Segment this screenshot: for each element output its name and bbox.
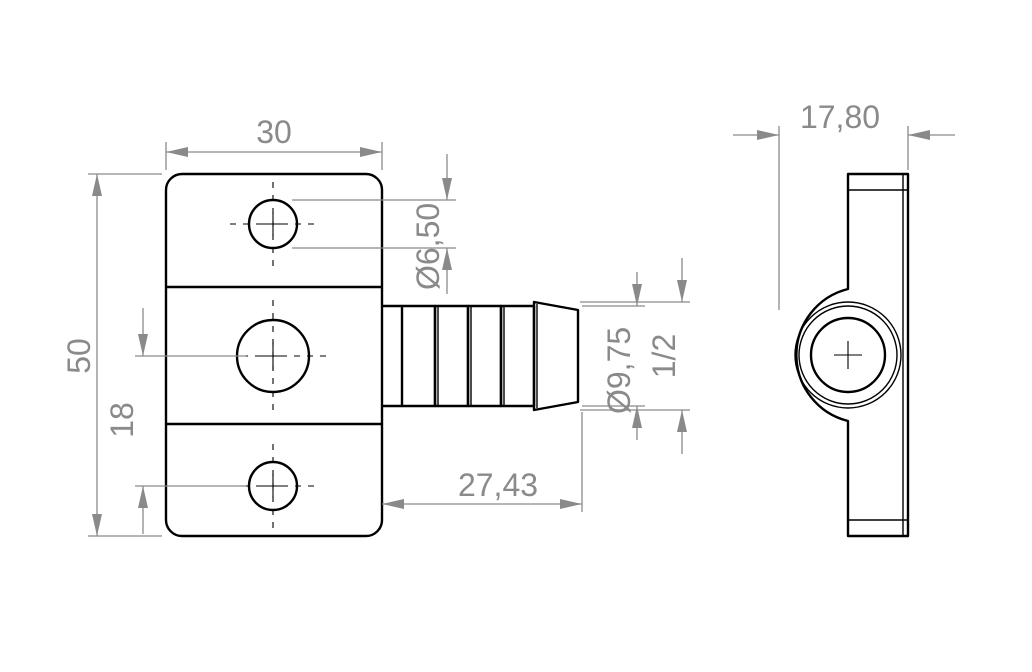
side-bore — [809, 316, 887, 394]
dim-bore-diameter: Ø9,75 — [582, 272, 645, 440]
dim-hole-spacing: 18 — [104, 308, 246, 534]
dim-height-label: 50 — [61, 338, 97, 374]
dim-nozzle-length: 27,43 — [382, 412, 583, 512]
plate-outline — [164, 172, 384, 538]
dim-thread-label: 1/2 — [646, 334, 682, 378]
dim-height: 50 — [61, 173, 162, 537]
dim-width-label: 30 — [256, 114, 292, 150]
side-outer-ring — [794, 301, 902, 409]
dim-hole-diameter-label: 6,50 — [410, 203, 446, 265]
hose-barb — [382, 300, 580, 412]
front-view — [164, 172, 580, 538]
dim-side-thickness: 17,80 — [733, 99, 955, 310]
side-view — [794, 172, 910, 538]
svg-text:Ø9,75: Ø9,75 — [601, 327, 637, 414]
dim-hole-diameter: Ø6,50 — [292, 154, 456, 294]
dim-side-thickness-label: 17,80 — [800, 99, 880, 135]
dim-nozzle-length-label: 27,43 — [458, 467, 538, 503]
mounting-hole-bottom — [230, 444, 318, 528]
dim-thread: 1/2 — [580, 258, 690, 454]
side-body-outline — [795, 172, 910, 538]
dim-bore-diameter-label: 9,75 — [601, 327, 637, 389]
side-middle-ring — [798, 305, 898, 405]
diameter-symbol: Ø — [410, 265, 446, 290]
mounting-hole-top — [230, 182, 318, 266]
dim-width: 30 — [165, 114, 383, 170]
dim-hole-spacing-label: 18 — [104, 402, 140, 438]
svg-text:Ø6,50: Ø6,50 — [410, 203, 446, 290]
